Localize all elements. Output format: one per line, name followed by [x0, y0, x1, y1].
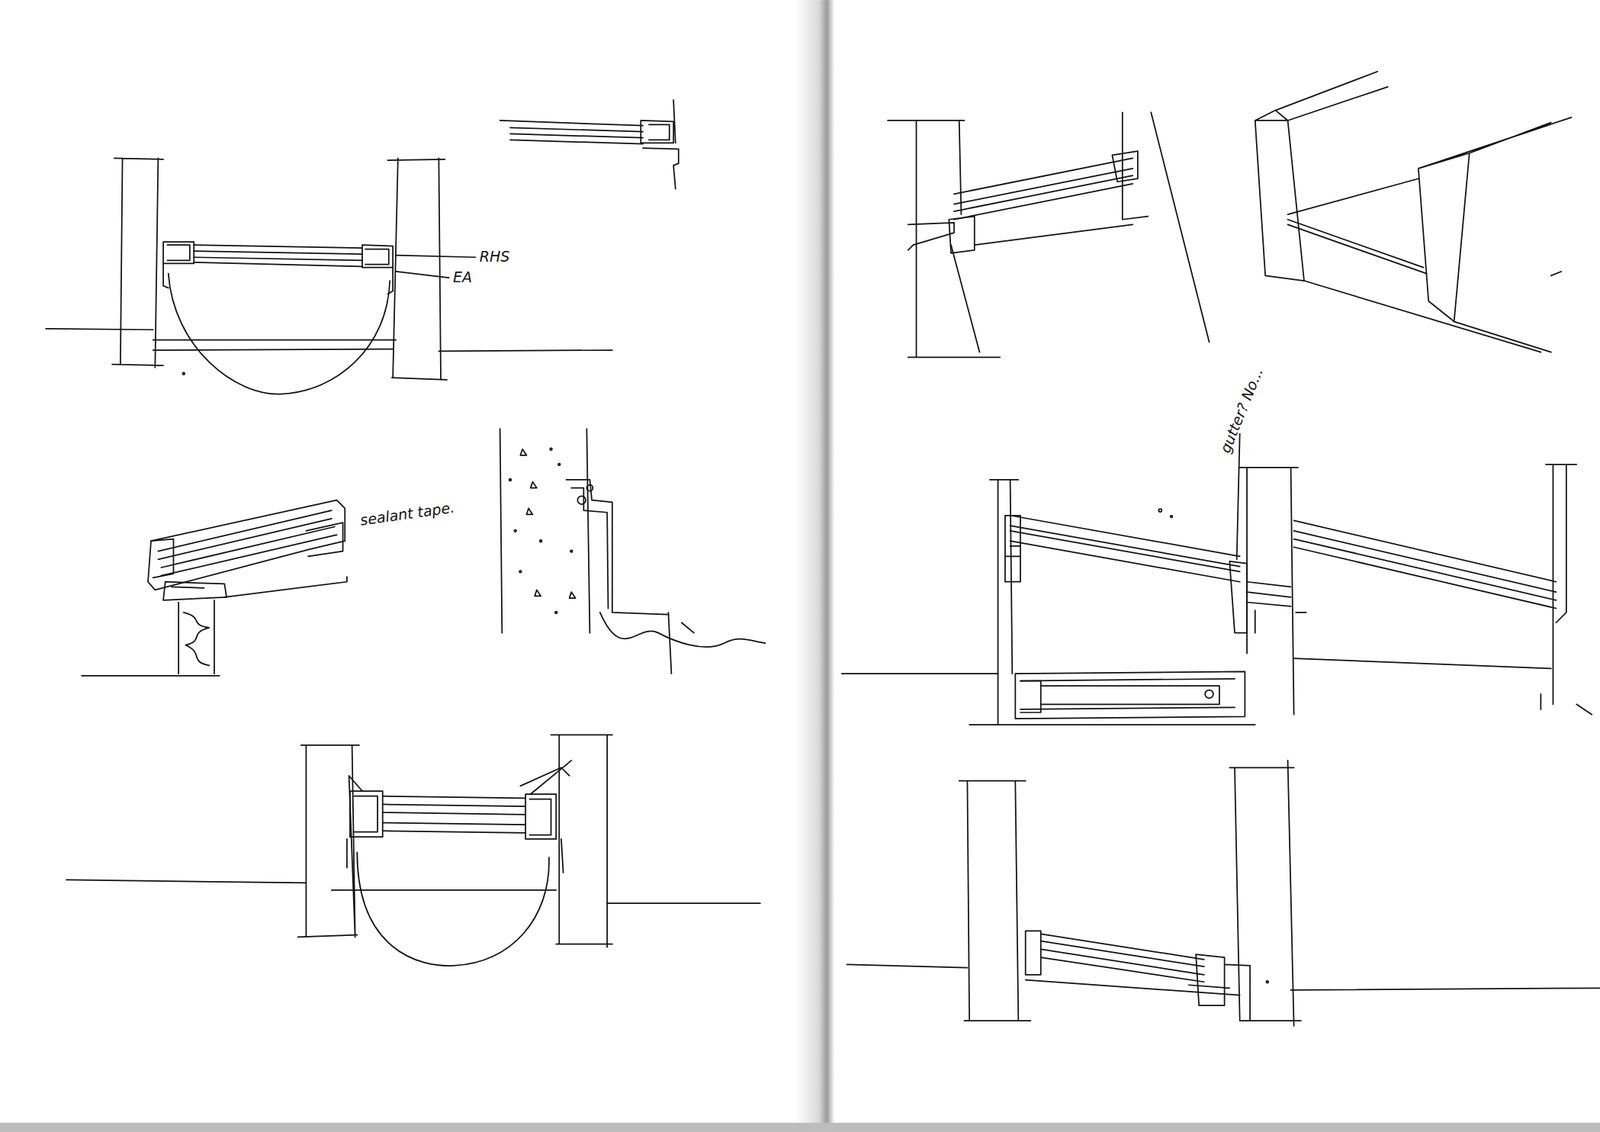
page-edge [0, 1122, 1600, 1132]
window-section-sketch [45, 157, 613, 394]
gutter-junction-sketch [841, 433, 1592, 725]
handwritten-note: EA [453, 269, 473, 286]
page-gutter [796, 0, 836, 1132]
handwritten-note: sealant tape. [359, 498, 456, 528]
handwritten-note: RHS [479, 248, 511, 265]
wall-flashing-sketch [500, 428, 766, 674]
sloped-frame-sketch [847, 760, 1600, 1026]
sloped-frame-sketch [81, 500, 347, 676]
axonometric-sketch [1255, 71, 1572, 353]
mullion-detail-sketch [500, 99, 679, 189]
window-section-sketch [66, 734, 761, 966]
sloped-frame-sketch [887, 112, 1209, 357]
handwritten-note: gutter? No... [1217, 365, 1266, 456]
